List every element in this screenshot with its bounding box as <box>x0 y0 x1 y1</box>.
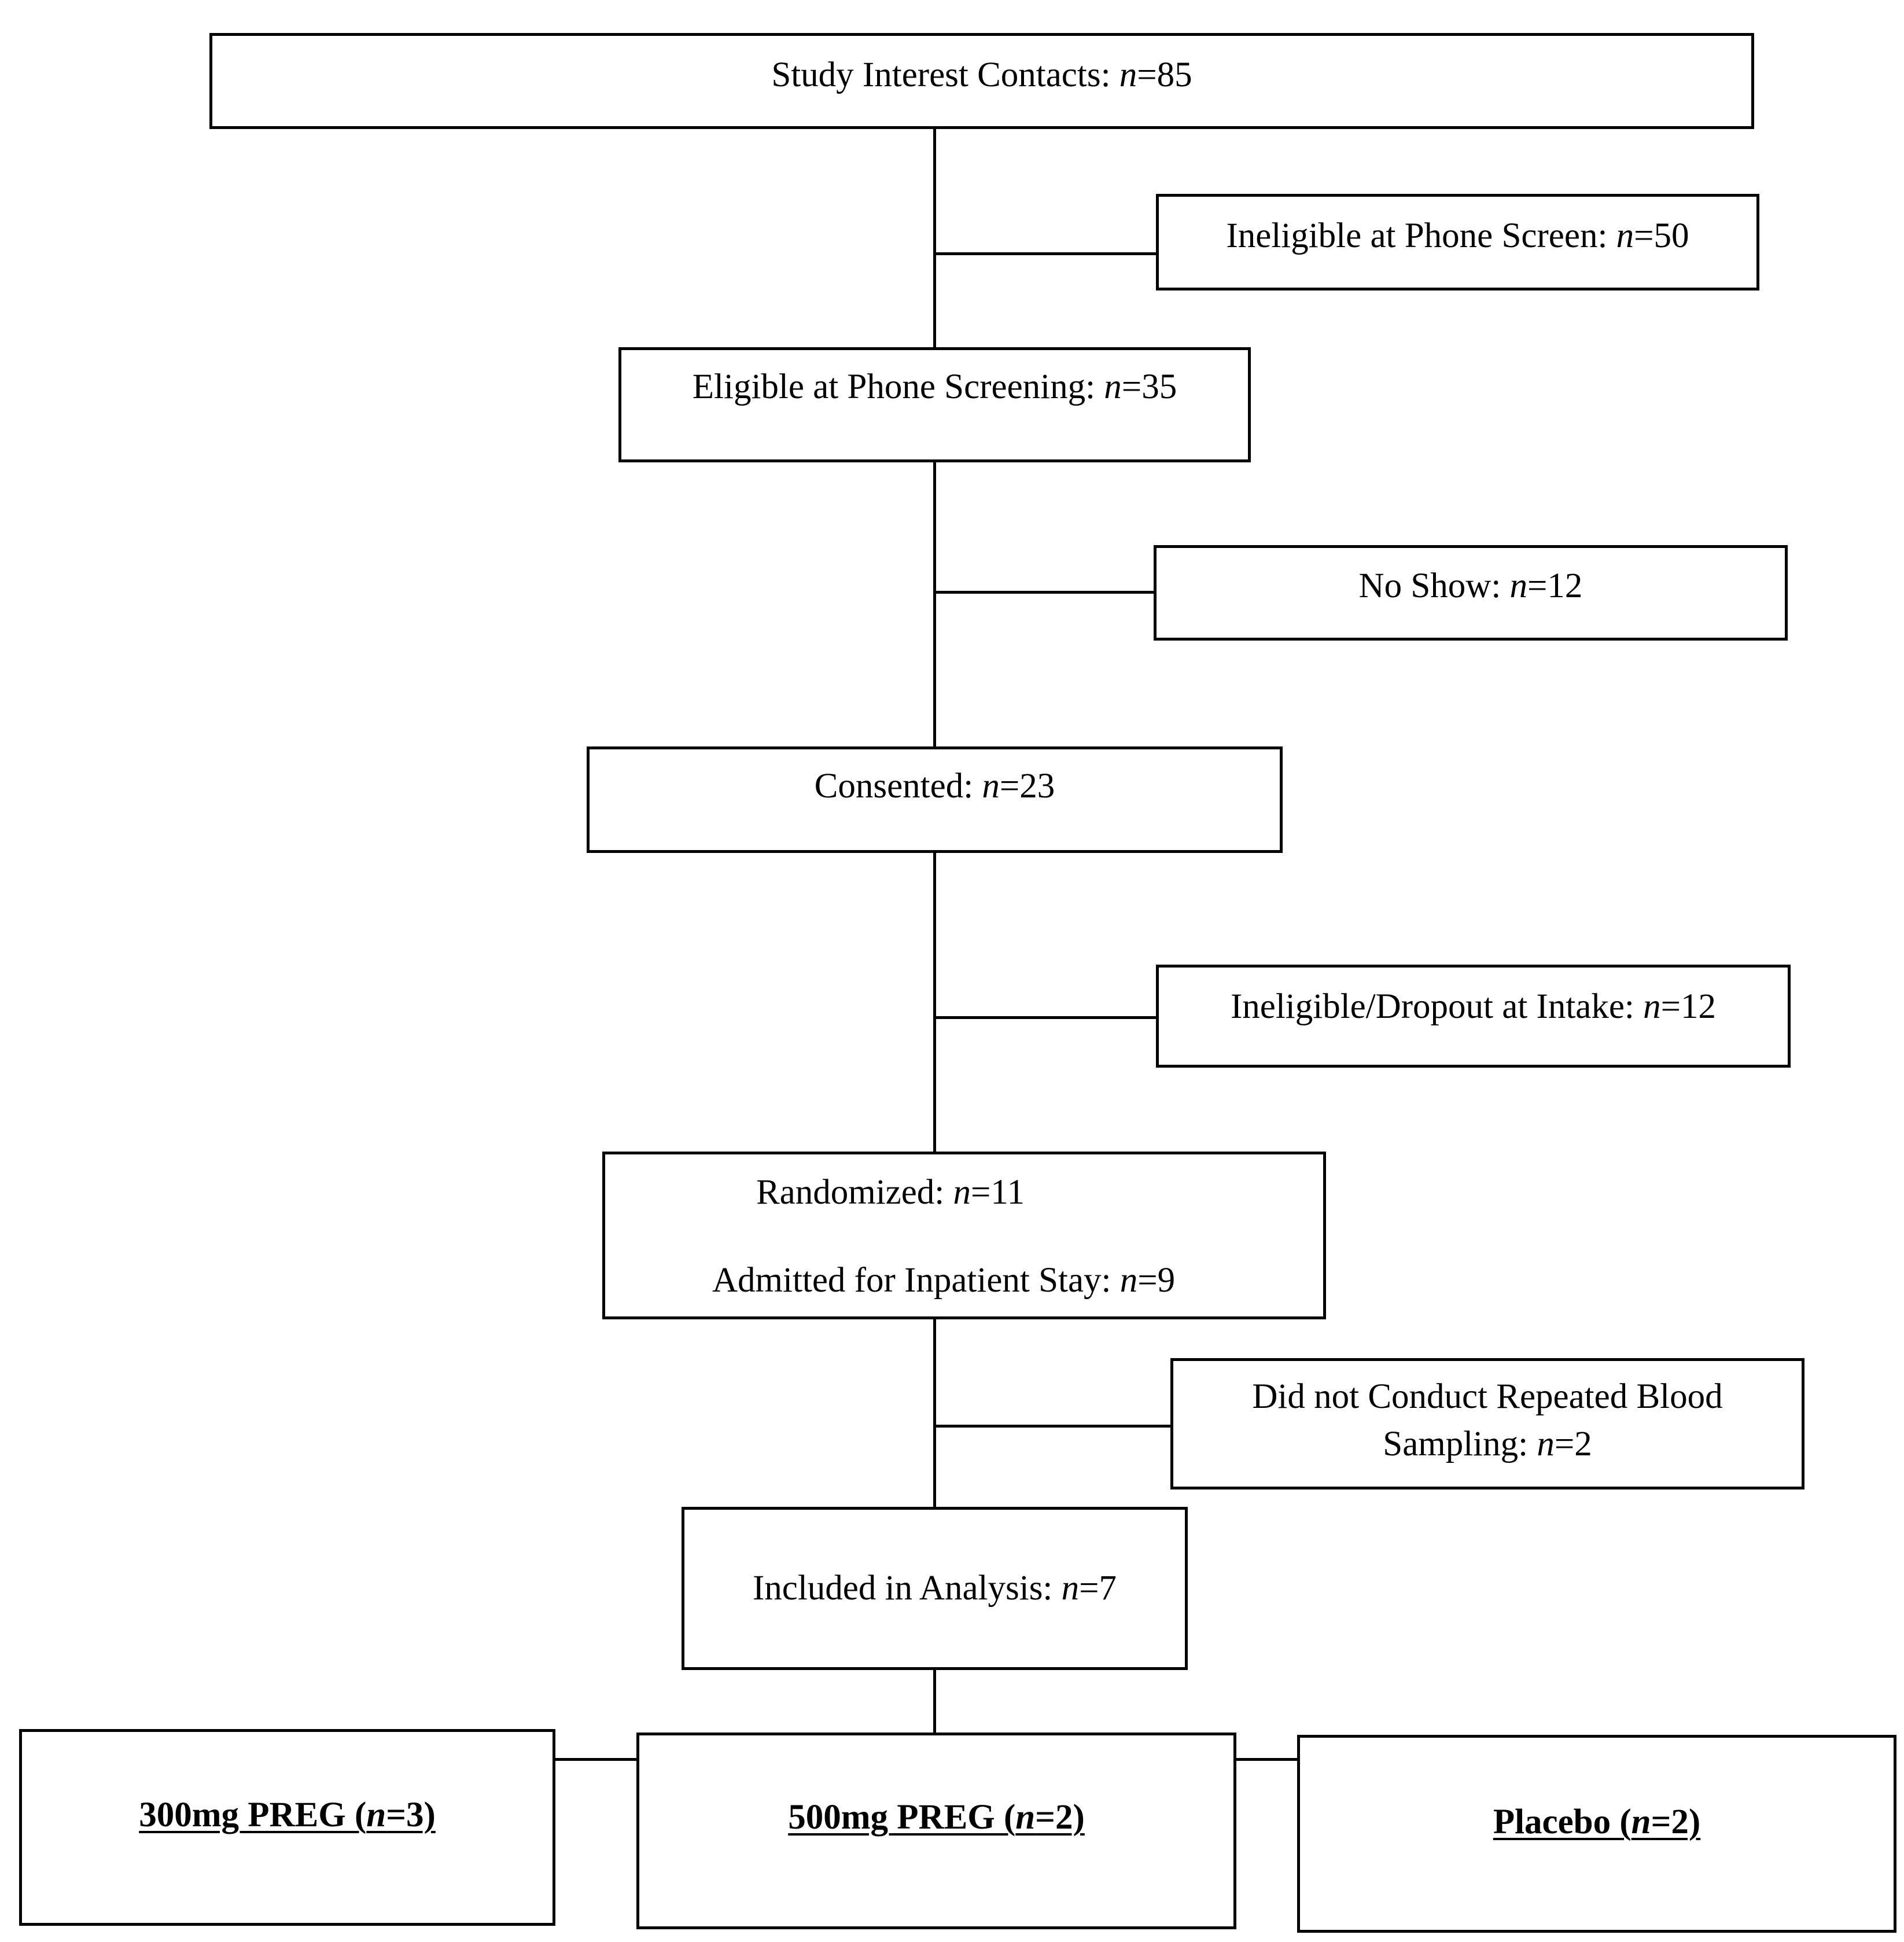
n-symbol: n <box>366 1796 386 1834</box>
included-label: Included in Analysis: <box>752 1568 1062 1608</box>
arm-500mg-value: =2) <box>1035 1798 1085 1837</box>
arm-placebo-box: Placebo (n=2) <box>1297 1735 1896 1933</box>
ineligible-phone-label: Ineligible at Phone Screen: <box>1226 216 1616 255</box>
admitted-value: =9 <box>1137 1261 1176 1300</box>
admitted-label: Admitted for Inpatient Stay: <box>712 1261 1120 1300</box>
study-interest-label: Study Interest Contacts: <box>771 56 1119 94</box>
blood-sampling-box: Did not Conduct Repeated Blood Sampling:… <box>1170 1358 1804 1489</box>
branch-no-show <box>933 591 1155 594</box>
ineligible-phone-value: =50 <box>1634 216 1689 255</box>
blood-sampling-value: =2 <box>1554 1425 1592 1464</box>
main-vertical-connector <box>933 127 936 1742</box>
arm-300mg-value: =3) <box>386 1796 436 1834</box>
n-symbol: n <box>953 1173 971 1212</box>
eligible-phone-value: =35 <box>1121 367 1177 406</box>
n-symbol: n <box>1015 1798 1036 1837</box>
ineligible-phone-box: Ineligible at Phone Screen: n=50 <box>1156 194 1759 290</box>
ineligible-intake-label: Ineligible/Dropout at Intake: <box>1230 987 1644 1026</box>
randomized-label: Randomized: <box>756 1173 953 1212</box>
arm-connector-left <box>554 1758 636 1761</box>
no-show-box: No Show: n=12 <box>1154 545 1788 641</box>
n-symbol: n <box>1061 1568 1080 1608</box>
n-symbol: n <box>1537 1425 1555 1464</box>
n-symbol: n <box>1643 987 1661 1026</box>
eligible-phone-label: Eligible at Phone Screening: <box>692 367 1104 406</box>
blood-sampling-line1: Did not Conduct Repeated Blood <box>1252 1377 1723 1416</box>
consented-label: Consented: <box>814 767 982 806</box>
branch-blood-sampling <box>933 1425 1173 1428</box>
n-symbol: n <box>1119 56 1137 94</box>
blood-sampling-label: Sampling: <box>1383 1425 1537 1464</box>
n-symbol: n <box>1631 1803 1651 1841</box>
arm-300mg-label: 300mg PREG ( <box>139 1796 367 1834</box>
arm-placebo-label: Placebo ( <box>1493 1803 1632 1841</box>
arm-500mg-box: 500mg PREG (n=2) <box>636 1733 1236 1929</box>
randomized-value: =11 <box>971 1173 1025 1212</box>
arm-placebo-value: =2) <box>1651 1803 1701 1841</box>
arm-connector-right <box>1235 1758 1299 1761</box>
ineligible-intake-box: Ineligible/Dropout at Intake: n=12 <box>1156 965 1791 1068</box>
no-show-value: =12 <box>1527 567 1583 605</box>
ineligible-intake-value: =12 <box>1660 987 1717 1026</box>
n-symbol: n <box>1616 216 1634 255</box>
randomized-box: Randomized: n=11 Admitted for Inpatient … <box>602 1152 1326 1319</box>
study-interest-box: Study Interest Contacts: n=85 <box>209 33 1754 129</box>
included-value: =7 <box>1079 1568 1117 1608</box>
n-symbol: n <box>982 767 1000 806</box>
branch-ineligible-intake <box>933 1016 1159 1019</box>
eligible-phone-box: Eligible at Phone Screening: n=35 <box>618 347 1251 462</box>
included-box: Included in Analysis: n=7 <box>682 1507 1188 1670</box>
consented-value: =23 <box>999 767 1055 806</box>
consented-box: Consented: n=23 <box>587 746 1283 853</box>
n-symbol: n <box>1509 567 1528 605</box>
n-symbol: n <box>1119 1261 1138 1300</box>
arm-300mg-box: 300mg PREG (n=3) <box>19 1729 555 1926</box>
included-to-arms-connector <box>933 1669 936 1734</box>
branch-ineligible-phone <box>933 252 1157 255</box>
n-symbol: n <box>1104 367 1122 406</box>
no-show-label: No Show: <box>1358 567 1510 605</box>
arm-500mg-label: 500mg PREG ( <box>788 1798 1016 1837</box>
study-interest-value: =85 <box>1137 56 1192 94</box>
